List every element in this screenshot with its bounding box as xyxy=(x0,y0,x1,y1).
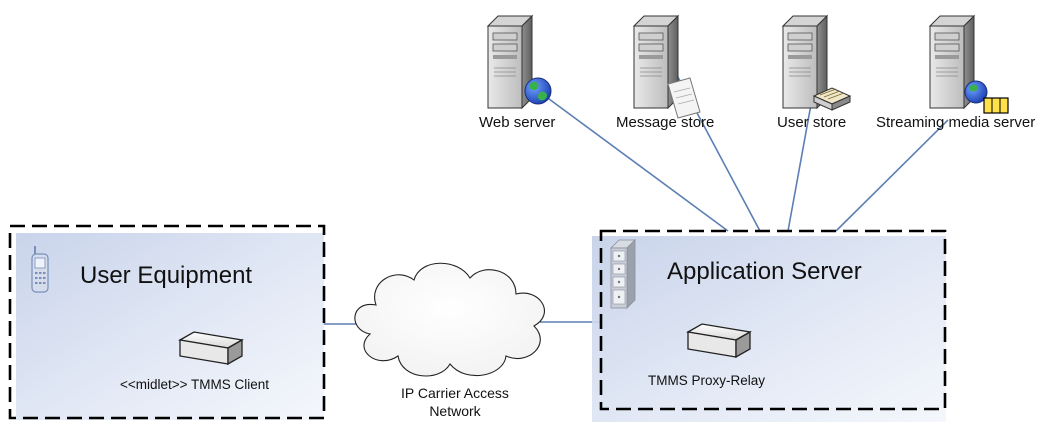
user-equipment-title: User Equipment xyxy=(80,262,253,289)
web-server-label: Web server xyxy=(479,114,556,131)
user-equipment-box xyxy=(8,224,326,420)
streaming-media-server-label: Streaming media server xyxy=(876,114,1036,131)
network-label: IP Carrier Access Network xyxy=(380,384,530,420)
network-label-line1: IP Carrier Access xyxy=(401,385,509,401)
document-icon xyxy=(667,77,701,119)
application-server-box xyxy=(592,229,947,422)
globe-icon xyxy=(524,77,552,105)
tmms-client-device-icon xyxy=(178,331,244,366)
cloud-icon xyxy=(354,262,545,377)
server-rack-icon xyxy=(610,239,636,309)
connector-web-server xyxy=(544,95,729,232)
user-store-label: User store xyxy=(777,114,847,131)
mobile-phone-icon xyxy=(31,246,49,293)
tray-icon xyxy=(812,87,852,111)
streaming-server-tower-icon xyxy=(928,14,976,110)
application-server-title: Application Server xyxy=(667,258,862,285)
connector-streaming-server xyxy=(835,119,949,232)
globe-folder-icon xyxy=(964,80,1009,114)
network-label-line2: Network xyxy=(429,403,481,419)
tmms-proxy-relay-device-icon xyxy=(686,323,752,359)
tmms-client-label: <<midlet>> TMMS Client xyxy=(120,377,270,392)
tmms-proxy-relay-label: TMMS Proxy-Relay xyxy=(648,373,766,388)
message-store-label: Message store xyxy=(616,114,715,131)
user-store-tower-icon xyxy=(781,14,829,110)
